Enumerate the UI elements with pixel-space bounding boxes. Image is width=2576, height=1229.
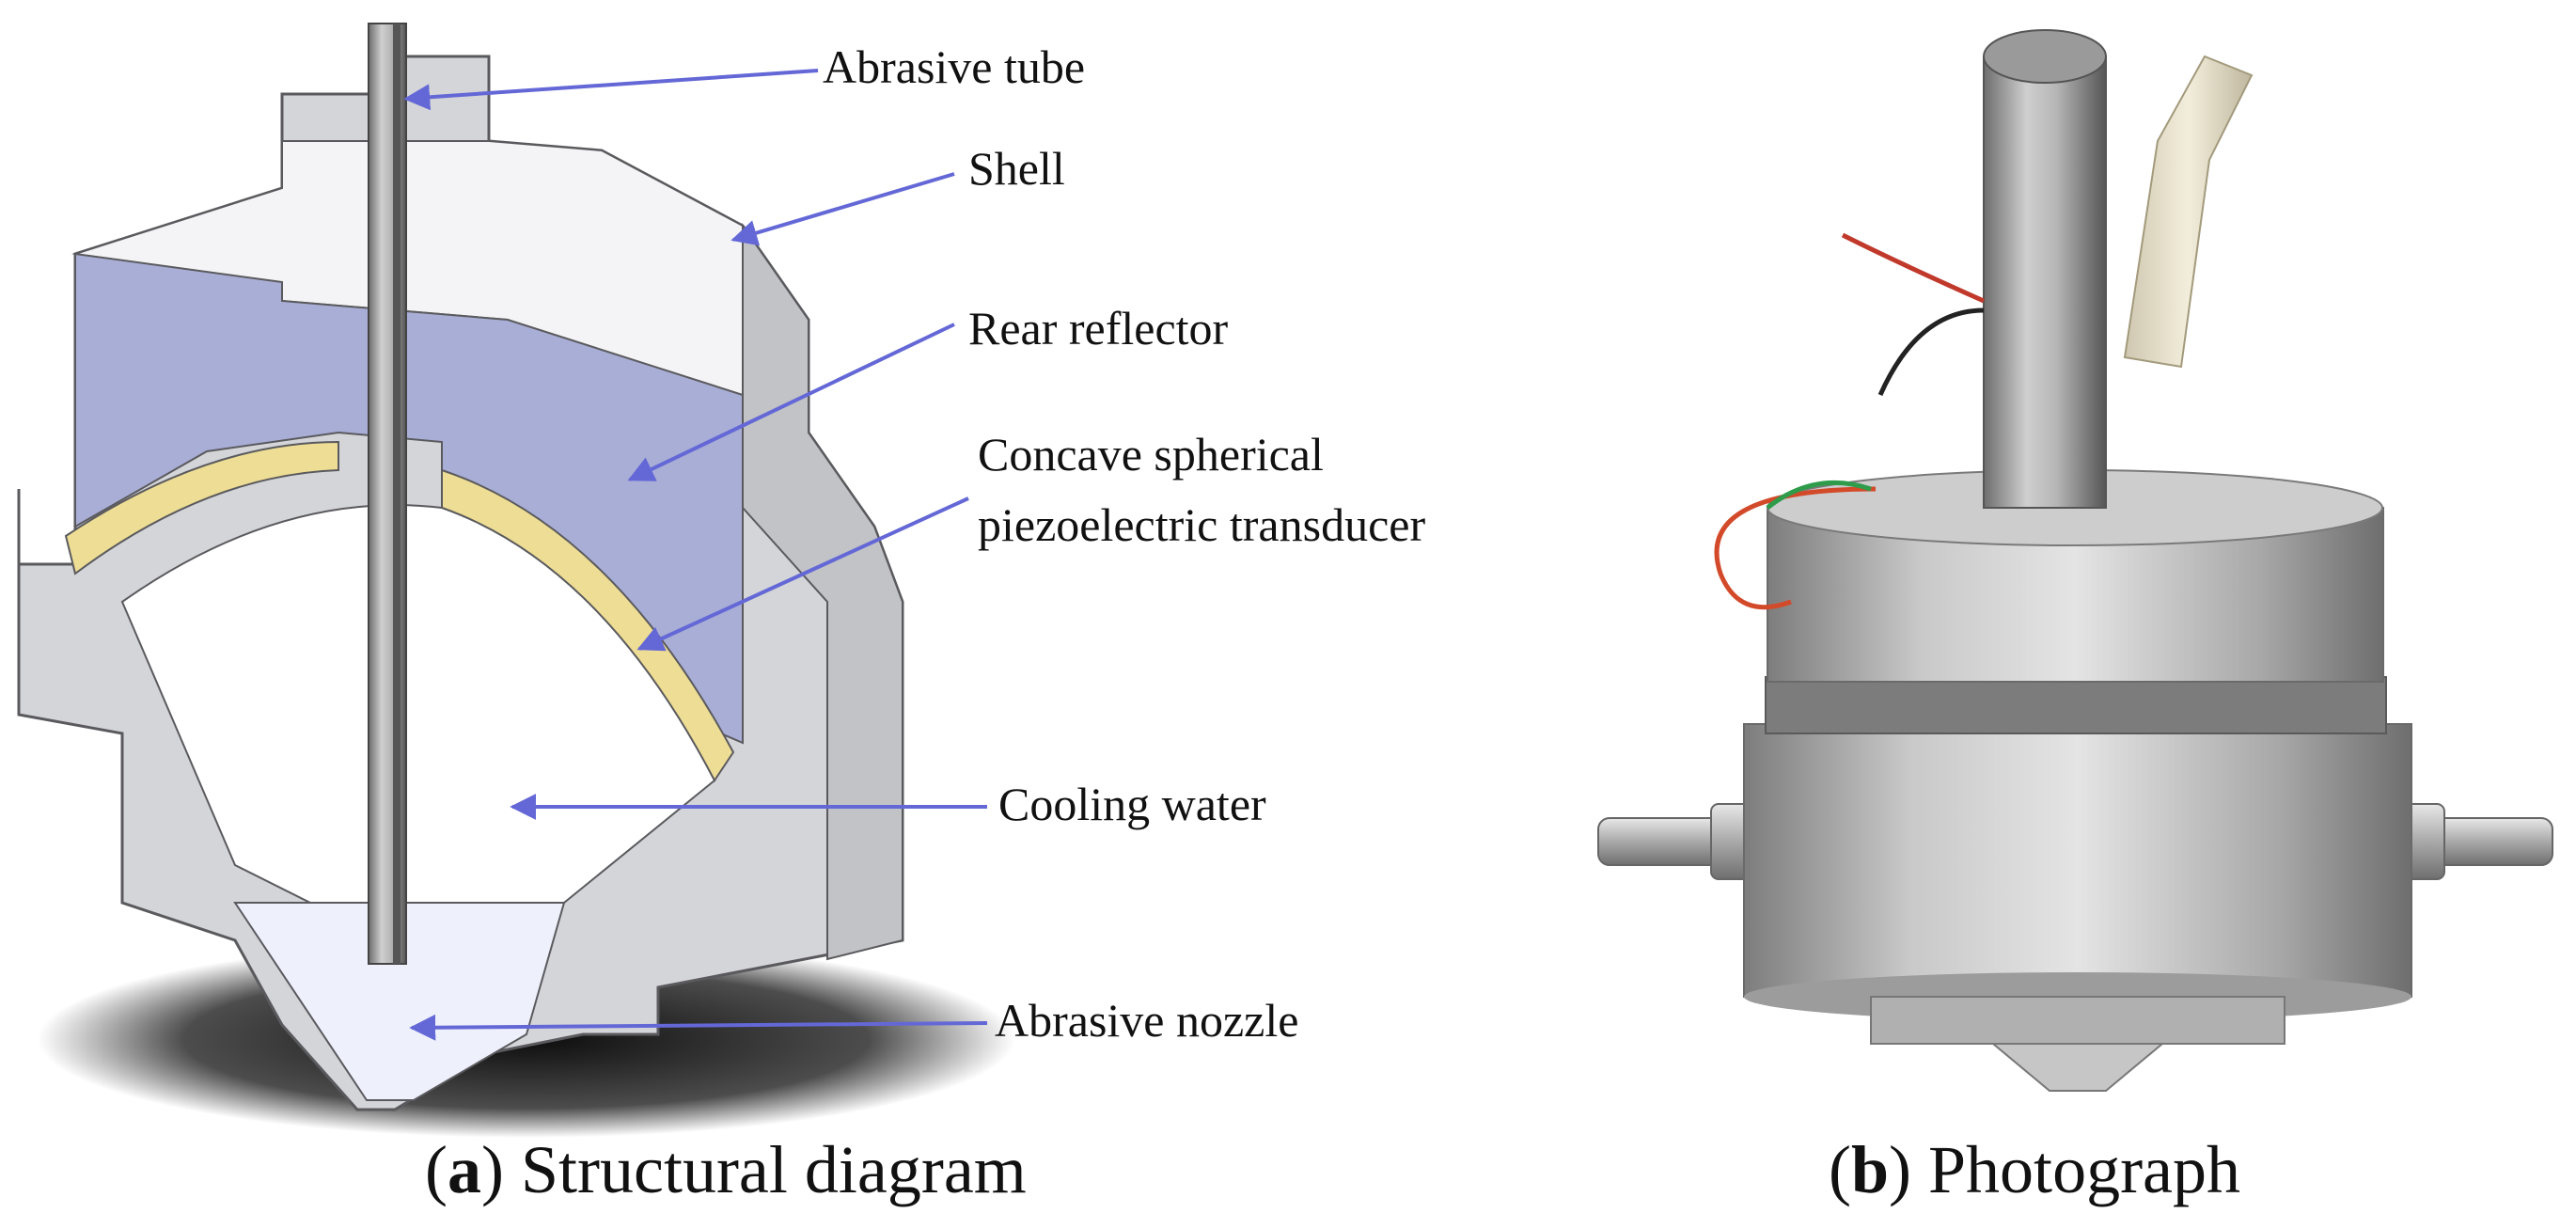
label-abrasive-nozzle: Abrasive nozzle — [995, 994, 1298, 1047]
device-photograph — [1597, 29, 2553, 1092]
arrow-rear-reflector — [627, 323, 955, 481]
shell-outer-wall — [742, 222, 903, 961]
caption-b-text: Photograph — [1928, 1132, 2240, 1207]
central-tube — [1983, 55, 2107, 509]
wire-green — [1766, 480, 1872, 510]
arrow-abrasive-nozzle — [409, 1014, 988, 1041]
body-seam — [1765, 676, 2387, 734]
caption-b: (b) Photograph — [1829, 1132, 2240, 1207]
wire-red — [1841, 232, 1986, 304]
wire-red-loop — [1714, 486, 1877, 610]
arrow-shell — [730, 172, 955, 246]
wires — [1714, 232, 1986, 610]
nozzle-tip — [1990, 1043, 2165, 1092]
abrasive-tube-bore — [393, 24, 401, 964]
label-transducer-line1: Concave spherical — [978, 428, 1324, 481]
callout-arrows — [403, 69, 988, 1041]
caption-a: (a) Structural diagram — [425, 1132, 1027, 1207]
wire-black — [1877, 307, 1985, 397]
caption-b-letter: b — [1851, 1132, 1889, 1207]
abrasive-nozzle-part — [233, 902, 566, 1101]
label-abrasive-tube: Abrasive tube — [823, 40, 1085, 93]
caption-a-text: Structural diagram — [521, 1132, 1027, 1207]
structural-diagram — [17, 23, 1015, 1138]
inlet-hose — [2123, 55, 2254, 369]
caption-a-letter: a — [448, 1132, 481, 1207]
lower-body — [1743, 723, 2412, 998]
label-shell: Shell — [968, 142, 1065, 195]
piezo-transducer — [64, 440, 339, 575]
central-tube-top — [1983, 29, 2107, 84]
callout-labels: Abrasive tube Shell Rear reflector Conca… — [823, 40, 1425, 1047]
nozzle-base — [1870, 996, 2285, 1045]
label-cooling-water: Cooling water — [998, 778, 1266, 830]
arrow-abrasive-tube — [403, 69, 819, 111]
label-transducer-line2: piezoelectric transducer — [978, 498, 1425, 551]
arrow-transducer — [636, 496, 969, 652]
label-rear-reflector: Rear reflector — [968, 302, 1229, 355]
